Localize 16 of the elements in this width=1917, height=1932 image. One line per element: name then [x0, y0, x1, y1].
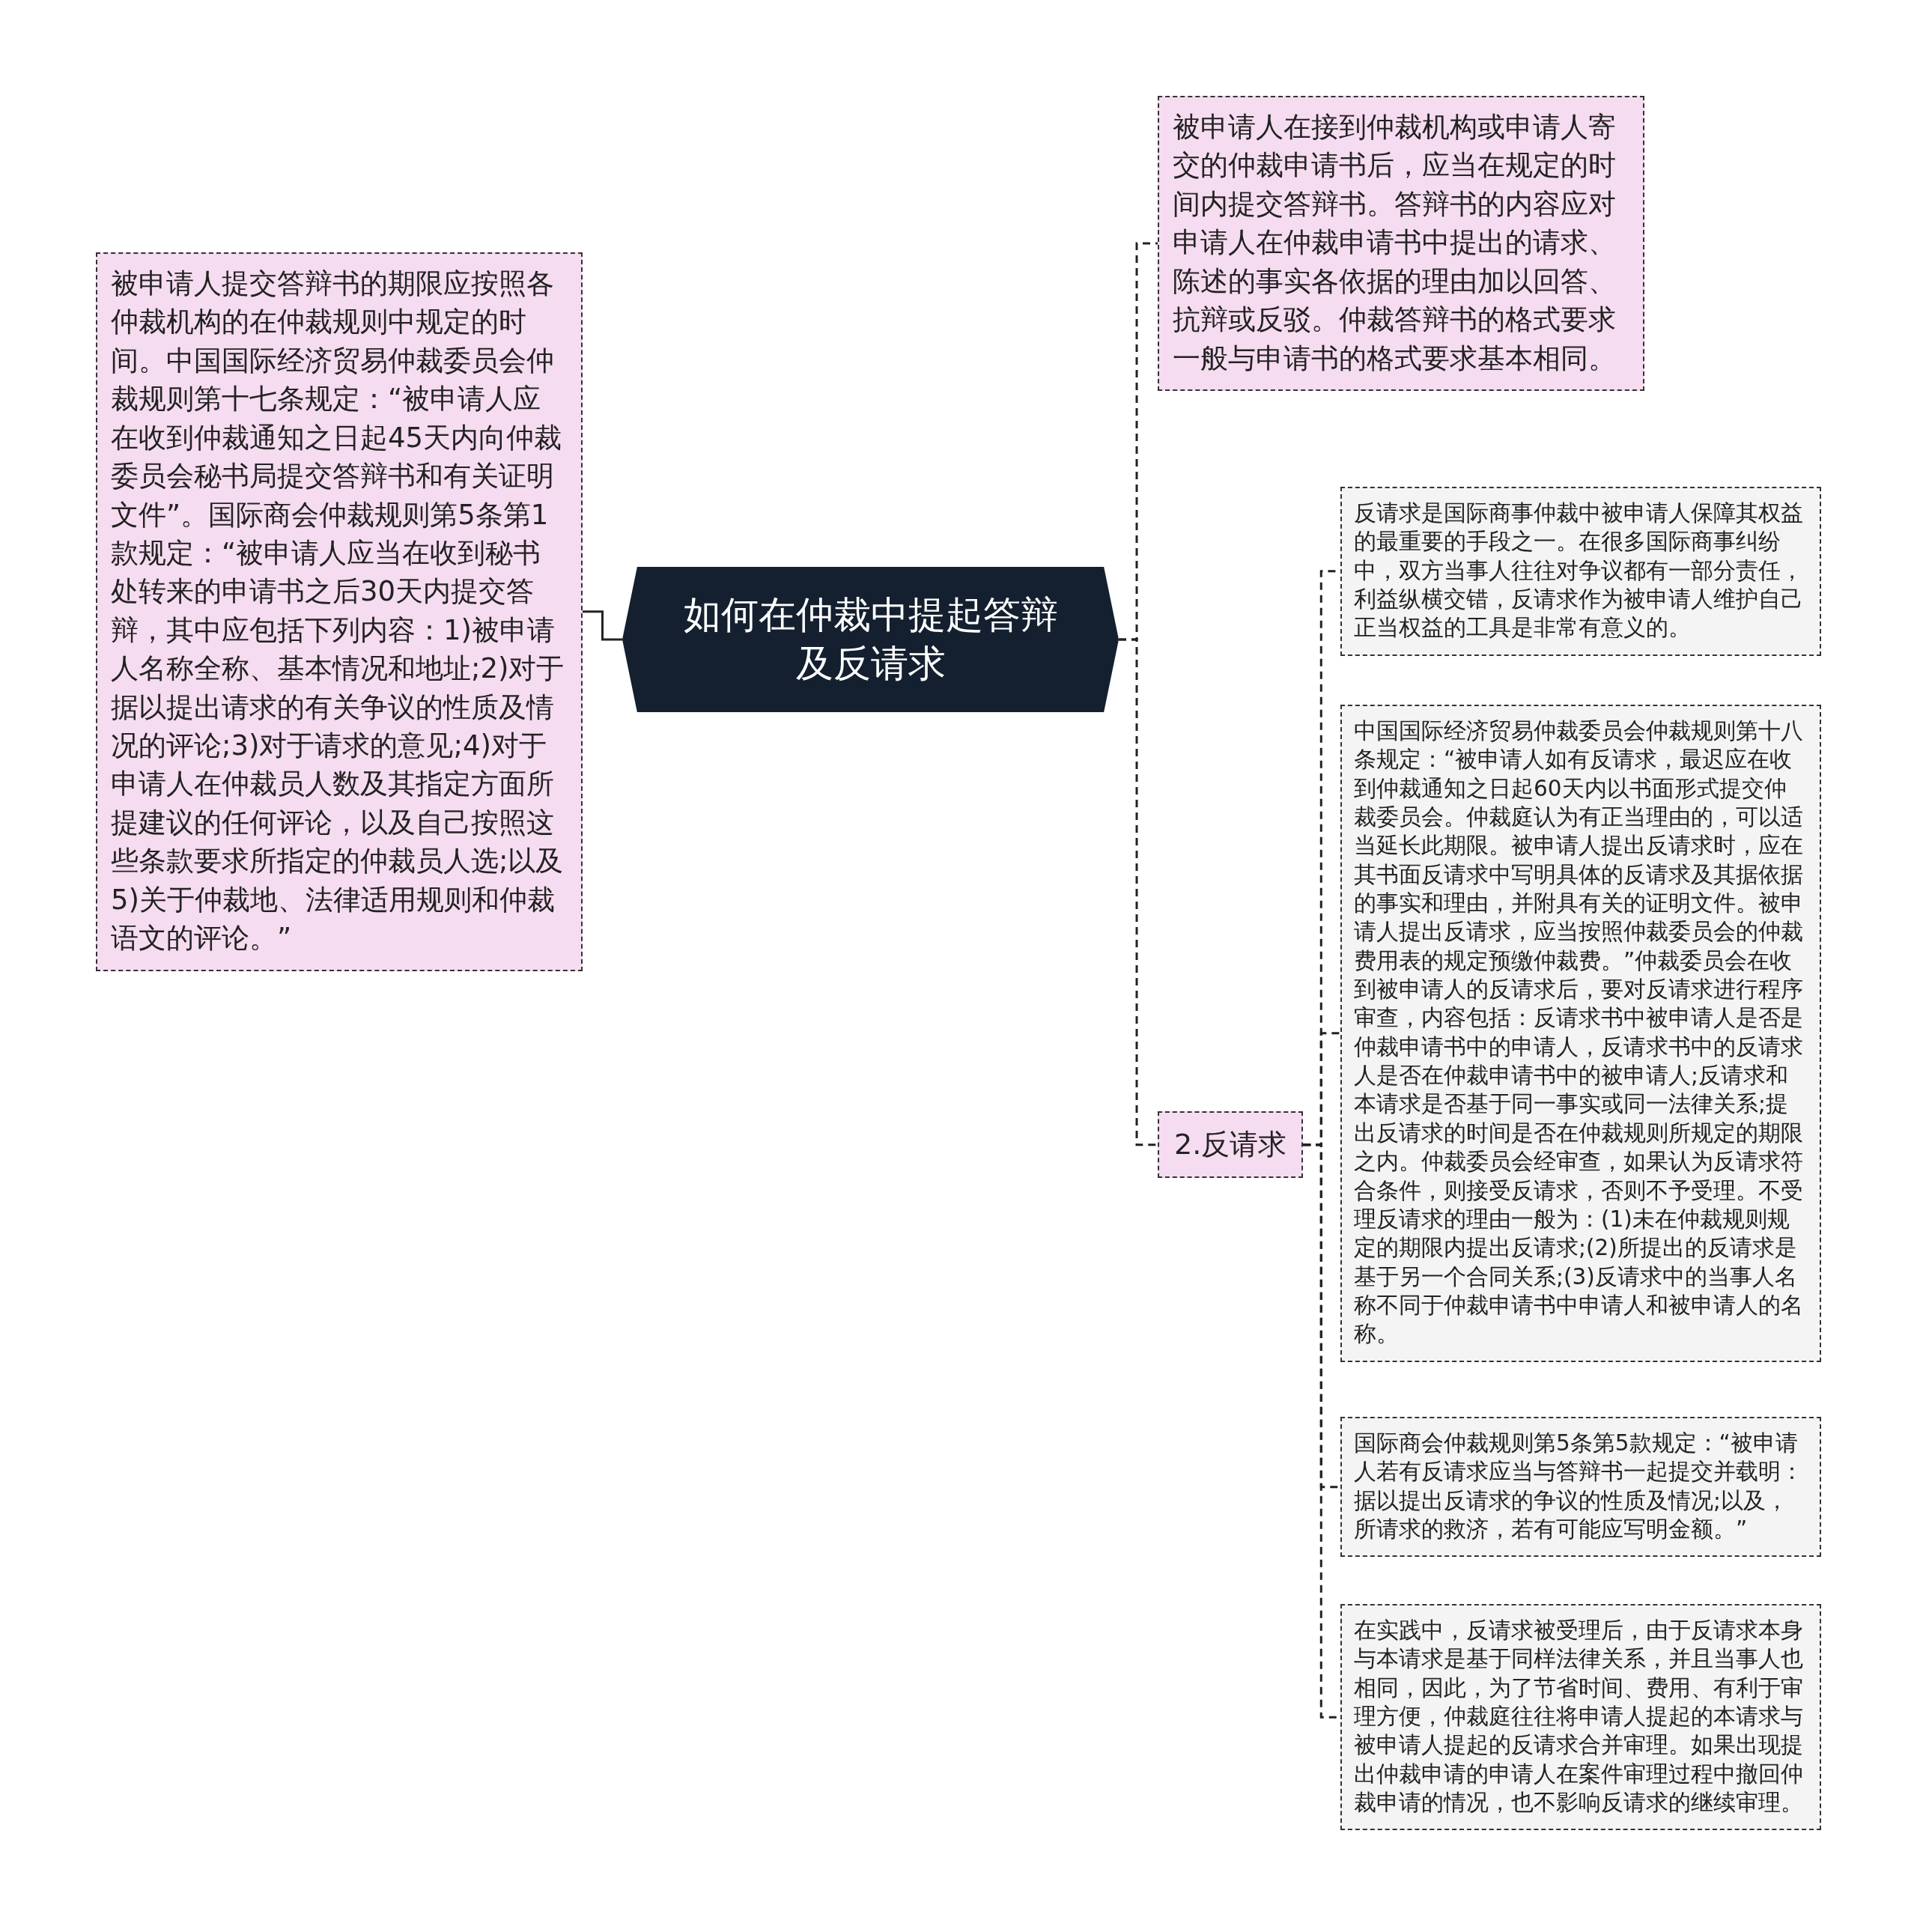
note-text: 国际商会仲裁规则第5条第5款规定：“被申请人若有反请求应当与答辩书一起提交并载明：据以提出反请求的争议的性质及情况;以及，所请求的救济，若有可能应写明金额。”	[1354, 1430, 1804, 1544]
topic-node	[622, 567, 1119, 712]
note-box	[1158, 96, 1644, 391]
connector-line	[1119, 638, 1158, 1146]
note-text: 在实践中，反请求被受理后，由于反请求本身与本请求是基于同样法律关系，并且当事人也相同，因此，为了节省时间、费用、有利于审理方便，仲裁庭往往将申请人提起的本请求与被申请人提起的反请求合并审理。如果出现提出仲裁申请的申请人在案件审理过程中撤回仲裁申请的情况，也不影响反请求的继续审理。	[1354, 1617, 1804, 1817]
note-text: 反请求是国际商事仲裁中被申请人保障其权益的最重要的手段之一。在很多国际商事纠纷中，双方当事人往往对争议都有一部分责任，利益纵横交错，反请求作为被申请人维护自己正当权益的工具是非常有意义的。	[1354, 499, 1804, 643]
note-text: 2.反请求	[1174, 1127, 1287, 1162]
note-text: 被申请人在接到仲裁机构或申请人寄交的仲裁申请书后，应当在规定的时间内提交答辩书。答辩书的内容应对申请人在仲裁申请书中提出的请求、陈述的事实各依据的理由加以回答、抗辩或反驳。仲裁答辩书的格式要求一般与申请书的格式要求基本相同。	[1173, 110, 1617, 376]
note-box	[1340, 1604, 1821, 1831]
note-box	[1340, 1417, 1821, 1558]
note-text: 被申请人提交答辩书的期限应按照各仲裁机构的在仲裁规则中规定的时间。中国国际经济贸易仲裁委员会仲裁规则第十七条规定：“被申请人应在收到仲裁通知之日起45天内向仲裁委员会秘书局提交答辩书和有关证明文件”。国际商会仲裁规则第5条第1款规定：“被申请人应当在收到秘书处转来的申请书之后30天内提交答辩，其中应包括下列内容：1)被申请人名称全称、基本情况和地址;2)对于据以提出请求的有关争议的性质及情况的评论;3)对于请求的意见;4)对于申请人在仲裁员人数及其指定方面所提建议的任何评论，以及自己按照这些条款要求所指定的仲裁员人选;以及5)关于仲裁地、法律适用规则和仲裁语文的评论。”	[111, 267, 565, 956]
branch-node	[1158, 1111, 1304, 1179]
connector-line	[583, 610, 622, 641]
note-text: 中国国际经济贸易仲裁委员会仲裁规则第十八条规定：“被申请人如有反请求，最迟应在收到仲裁通知之日起60天内以书面形式提交仲裁委员会。仲裁庭认为有正当理由的，可以适当延长此期限。被申请人提出反请求时，应在其书面反请求中写明具体的反请求及其据依据的事实和理由，并附具有关的证明文件。被申请人提出反请求，应当按照仲裁委员会的仲裁费用表的规定预缴仲裁费。”仲裁委员会在收到被申请人的反请求后，要对反请求进行程序审查，内容包括：反请求书中被申请人是否是仲裁申请书中的申请人，反请求书中的反请求人是否在仲裁申请书中的被申请人;反请求和本请求是否基于同一事实或同一法律关系;提出反请求的时间是否在仲裁规则所规定的期限之内。仲裁委员会经审查，如果认为反请求符合条件，则接受反请求，否则不予受理。不受理反请求的理由一般为：(1)未在仲裁规则规定的期限内提出反请求;(2)所提出的反请求是基于另一个合同关系;(3)反请求中的当事人名称不同于仲裁申请书中申请人和被申请人的名称。	[1354, 717, 1804, 1349]
topic-title: 如何在仲裁中提起答辩及反请求	[682, 592, 1059, 687]
note-box	[1340, 487, 1821, 656]
